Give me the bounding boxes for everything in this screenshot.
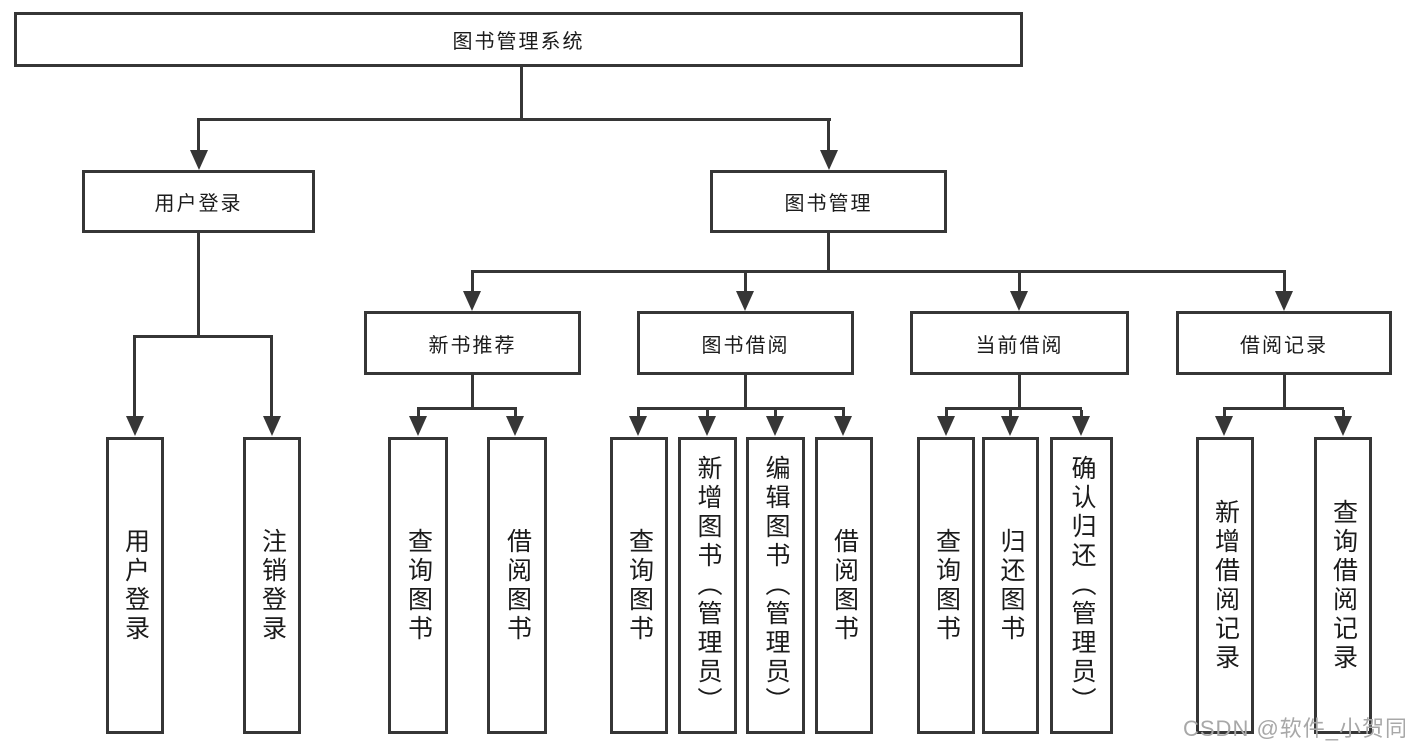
connector-user-login-stem (197, 233, 200, 337)
connector-current-hline (945, 407, 1082, 410)
connector-to-leaf-logout (270, 338, 273, 417)
arrowhead-down-icon (629, 416, 647, 436)
connector-to-new-books (471, 273, 474, 292)
connector-leaf-stem (1080, 410, 1083, 418)
arrowhead-down-icon (1001, 416, 1019, 436)
connector-to-borrowing (744, 273, 747, 292)
node-new-book-recommend: 新书推荐 (364, 311, 581, 375)
arrowhead-down-icon (766, 416, 784, 436)
connector-user-login-hline (133, 335, 273, 338)
leaf-nb-query-books: 查询图书 (388, 437, 448, 734)
arrowhead-down-icon (263, 416, 281, 436)
leaf-user-login: 用户登录 (106, 437, 164, 734)
arrowhead-down-icon (409, 416, 427, 436)
leaf-bb-borrow-books: 借阅图书 (815, 437, 873, 734)
csdn-watermark: CSDN @软件_小贺同学 (1183, 716, 1405, 741)
arrowhead-down-icon (1215, 416, 1233, 436)
leaf-cb-confirm-return-admin: 确认归还（管理员） (1050, 437, 1113, 734)
connector-leaf-stem (1223, 410, 1226, 418)
connector-to-user-login (197, 121, 200, 151)
arrowhead-down-icon (190, 150, 208, 170)
leaf-bb-add-books-admin: 新增图书（管理员） (678, 437, 737, 734)
arrowhead-down-icon (506, 416, 524, 436)
leaf-bb-edit-books-admin: 编辑图书（管理员） (746, 437, 805, 734)
leaf-cb-query-books: 查询图书 (917, 437, 975, 734)
leaf-logout: 注销登录 (243, 437, 301, 734)
connector-to-book-management (827, 121, 830, 151)
connector-borrowing-stem (744, 375, 747, 409)
connector-root-stem (520, 67, 523, 119)
arrowhead-down-icon (736, 291, 754, 311)
leaf-cb-return-books: 归还图书 (982, 437, 1039, 734)
node-borrowing-records: 借阅记录 (1176, 311, 1392, 375)
connector-current-stem (1018, 375, 1021, 409)
connector-leaf-stem (706, 410, 709, 418)
connector-to-records (1283, 273, 1286, 292)
arrowhead-down-icon (126, 416, 144, 436)
connector-records-stem (1283, 375, 1286, 409)
connector-leaf-stem (637, 410, 640, 418)
connector-leaf-stem (945, 410, 948, 418)
node-book-management: 图书管理 (710, 170, 947, 233)
arrowhead-down-icon (834, 416, 852, 436)
leaf-br-query-record: 查询借阅记录 (1314, 437, 1372, 734)
connector-leaf-stem (1009, 410, 1012, 418)
connector-to-leaf-user-login (133, 338, 136, 417)
leaf-bb-query-books: 查询图书 (610, 437, 668, 734)
arrowhead-down-icon (1275, 291, 1293, 311)
connector-new-books-stem (471, 375, 474, 409)
connector-leaf-stem (514, 410, 517, 418)
connector-level2-hline (197, 118, 831, 121)
connector-level3-hline (471, 270, 1286, 273)
arrowhead-down-icon (820, 150, 838, 170)
arrowhead-down-icon (463, 291, 481, 311)
connector-borrowing-hline (637, 407, 845, 410)
node-book-borrowing: 图书借阅 (637, 311, 854, 375)
node-library-management-system: 图书管理系统 (14, 12, 1023, 67)
connector-leaf-stem (842, 410, 845, 418)
arrowhead-down-icon (1072, 416, 1090, 436)
connector-records-hline (1223, 407, 1344, 410)
leaf-br-add-record: 新增借阅记录 (1196, 437, 1254, 734)
leaf-nb-borrow-books: 借阅图书 (487, 437, 547, 734)
connector-book-mgmt-stem (827, 233, 830, 273)
connector-to-current (1018, 273, 1021, 292)
arrowhead-down-icon (1010, 291, 1028, 311)
connector-new-books-hline (417, 407, 517, 410)
node-current-borrowing: 当前借阅 (910, 311, 1129, 375)
node-user-login: 用户登录 (82, 170, 315, 233)
connector-leaf-stem (417, 410, 420, 418)
connector-leaf-stem (774, 410, 777, 418)
arrowhead-down-icon (937, 416, 955, 436)
arrowhead-down-icon (1334, 416, 1352, 436)
connector-leaf-stem (1342, 410, 1345, 418)
arrowhead-down-icon (698, 416, 716, 436)
